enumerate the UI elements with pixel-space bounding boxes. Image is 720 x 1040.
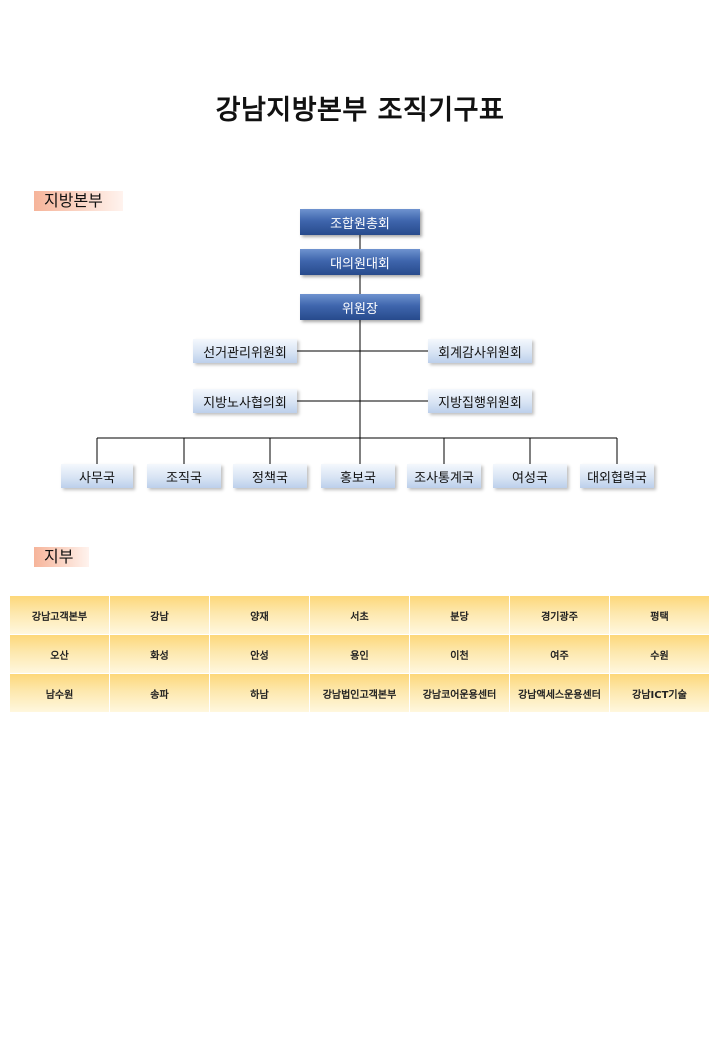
branch-cell: 안성 [210,635,310,673]
executive-committee-box: 지방집행위원회 [428,389,532,413]
section-label-branches: 지부 [34,547,89,567]
page-title: 강남지방본부 조직기구표 [215,95,505,126]
dept-box-publicity: 홍보국 [321,464,395,488]
dept-box-women: 여성국 [493,464,567,488]
branch-cell: 강남고객본부 [10,596,110,634]
branch-cell: 이천 [410,635,510,673]
branch-cell: 남수원 [10,674,110,712]
branch-cell: 강남 [110,596,210,634]
branch-cell: 경기광주 [510,596,610,634]
branch-cell: 하남 [210,674,310,712]
dept-box-research-statistics: 조사통계국 [407,464,481,488]
branch-cell: 강남법인고객본부 [310,674,410,712]
branch-cell: 서초 [310,596,410,634]
branch-cell: 수원 [610,635,710,673]
branch-cell: 강남코어운용센터 [410,674,510,712]
dept-box-general-affairs: 사무국 [61,464,133,488]
labor-council-box: 지방노사협의회 [193,389,297,413]
branch-cell: 분당 [410,596,510,634]
branch-cell: 강남ICT기술 [610,674,710,712]
org-chart-connectors [96,235,618,464]
branch-cell: 오산 [10,635,110,673]
section-label-regional-hq: 지방본부 [34,191,123,211]
chairman-box: 위원장 [300,294,420,320]
branch-cell: 양재 [210,596,310,634]
branch-cell: 강남액세스운용센터 [510,674,610,712]
dept-box-external-cooperation: 대외협력국 [580,464,654,488]
dept-box-organization: 조직국 [147,464,221,488]
branch-cell: 송파 [110,674,210,712]
branch-cell: 용인 [310,635,410,673]
election-committee-box: 선거관리위원회 [193,339,297,363]
branch-grid: 강남고객본부 강남 양재 서초 분당 경기광주 평택 오산 화성 안성 용인 이… [10,596,711,712]
branch-cell: 여주 [510,635,610,673]
audit-committee-box: 회계감사위원회 [428,339,532,363]
branch-cell: 평택 [610,596,710,634]
branch-cell: 화성 [110,635,210,673]
general-assembly-box: 조합원총회 [300,209,420,235]
dept-box-policy: 정책국 [233,464,307,488]
delegates-meeting-box: 대의원대회 [300,249,420,275]
